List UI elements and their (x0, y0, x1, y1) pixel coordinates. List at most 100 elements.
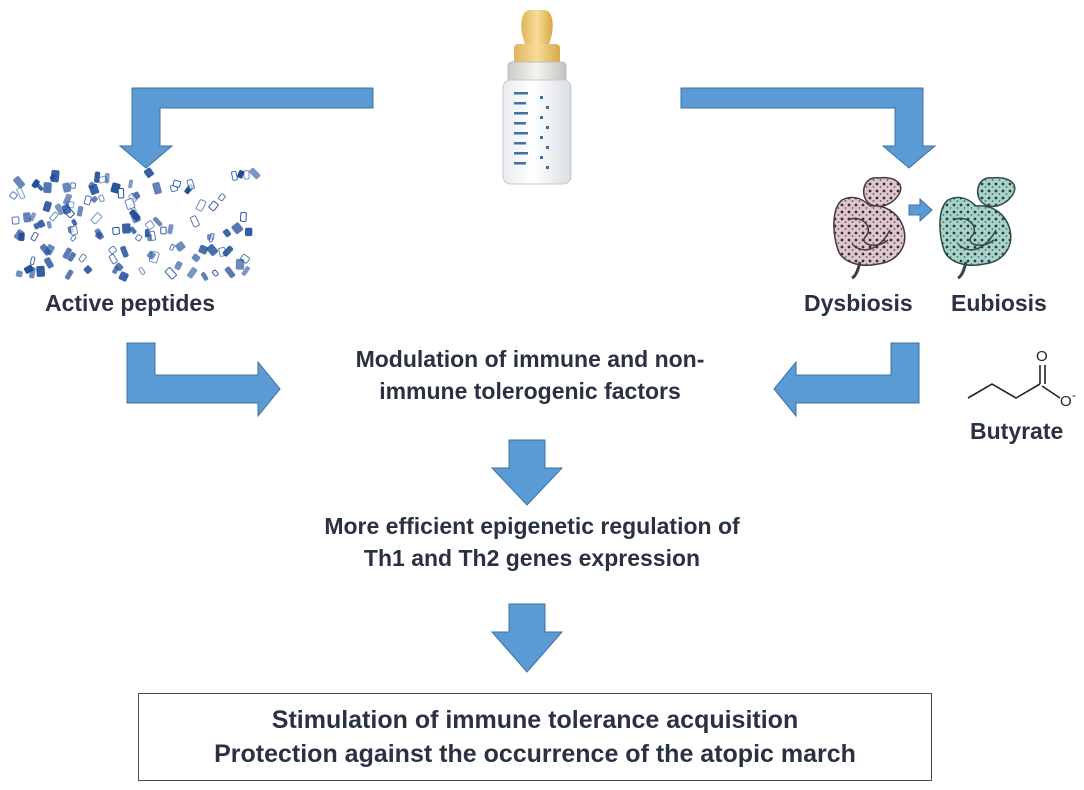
peptide-particle (42, 200, 52, 213)
peptide-particle (23, 212, 32, 223)
peptide-particle (43, 182, 52, 194)
peptide-particle (94, 171, 101, 183)
modulation-label: Modulation of immune and non- immune tol… (290, 343, 770, 407)
peptide-particle (198, 244, 209, 255)
outcome-line-1: Stimulation of immune tolerance acquisit… (271, 706, 799, 734)
peptide-particle (152, 181, 162, 195)
peptide-particle (189, 215, 200, 228)
peptide-particle (11, 216, 20, 225)
peptide-particle (118, 271, 129, 282)
peptide-particle (144, 220, 155, 231)
peptide-particle (13, 176, 25, 189)
peptide-particle (16, 187, 26, 200)
arrow-dysbiosis-to-eubiosis (908, 197, 933, 223)
peptide-particle (241, 266, 250, 276)
peptide-particle (169, 243, 175, 251)
butyrate-carboxylate-oxygen: O (1060, 393, 1072, 410)
modulation-line-2: immune tolerogenic factors (379, 378, 681, 404)
peptide-particle (175, 241, 186, 252)
peptide-particle (222, 245, 234, 257)
arrow-down-to-outcome (490, 603, 564, 673)
peptide-particle (117, 187, 125, 199)
intestine-eubiosis-icon (939, 176, 1016, 280)
peptide-particle (54, 203, 65, 216)
outcome-box: Stimulation of immune tolerance acquisit… (138, 693, 932, 781)
peptide-particle (245, 227, 253, 237)
peptide-particle (63, 193, 73, 206)
peptide-particle (186, 178, 195, 190)
peptide-particle (138, 267, 146, 276)
peptide-particle (191, 253, 201, 263)
peptide-particle (218, 193, 226, 202)
peptide-particle (143, 167, 155, 178)
arrow-gut-to-modulation (773, 342, 920, 418)
peptide-particle (50, 169, 60, 183)
peptide-particles-icon (9, 167, 261, 282)
peptide-particle (29, 256, 36, 266)
peptide-particle (211, 269, 219, 277)
peptide-particle (49, 211, 59, 222)
active-peptides-label: Active peptides (45, 290, 215, 316)
peptide-particle (135, 234, 143, 242)
peptide-particle (71, 219, 78, 226)
epigenetic-label: More efficient epigenetic regulation of … (272, 510, 792, 574)
epigenetic-line-2: Th1 and Th2 genes expression (363, 545, 701, 571)
peptide-particle (172, 179, 182, 188)
epigenetic-line-1: More efficient epigenetic regulation of (324, 513, 740, 539)
outcome-line-2: Protection against the occurrence of the… (214, 740, 856, 768)
arrow-bottle-to-peptides (118, 87, 374, 169)
peptide-particle (39, 243, 51, 256)
peptide-particle (30, 231, 39, 242)
peptide-particle (46, 220, 52, 229)
peptide-particle (237, 170, 245, 179)
peptide-particle (44, 257, 54, 269)
peptide-particle (206, 244, 219, 256)
intestine-dysbiosis-icon (833, 176, 906, 280)
peptide-particle (104, 172, 110, 184)
peptide-particle (94, 228, 104, 240)
peptide-particle (61, 204, 72, 215)
peptide-particle (200, 272, 209, 281)
peptide-particle (36, 265, 46, 277)
peptide-particle (208, 232, 215, 243)
butyrate-label: Butyrate (970, 418, 1064, 444)
peptide-particle (164, 267, 177, 280)
peptide-particle (108, 245, 117, 255)
butyrate-charge: - (1072, 388, 1076, 402)
peptide-particle (88, 181, 96, 189)
peptide-particle (64, 269, 74, 280)
peptide-particle (33, 222, 40, 230)
peptide-particle (76, 205, 84, 217)
peptide-particle (69, 225, 79, 236)
peptide-particle (9, 191, 18, 200)
peptide-particle (129, 209, 141, 221)
peptide-particle (152, 216, 163, 227)
peptide-particle (83, 265, 93, 274)
peptide-particle (160, 226, 167, 235)
peptide-particle (129, 226, 137, 235)
baby-bottle-icon (502, 10, 572, 185)
peptide-particle (120, 245, 129, 258)
peptide-particle (222, 228, 232, 238)
peptide-particle (37, 219, 46, 228)
peptide-particle (167, 224, 174, 235)
peptide-particle (174, 261, 183, 271)
peptide-particle (240, 211, 247, 222)
peptide-particle (15, 270, 23, 278)
peptide-particle (187, 267, 198, 279)
arrow-down-to-epigenetic (490, 439, 564, 506)
peptide-particle (112, 266, 119, 274)
peptide-particle (62, 182, 72, 193)
arrow-peptides-to-modulation (126, 342, 281, 418)
peptide-particle (108, 253, 118, 265)
peptide-particle (231, 170, 238, 181)
butyrate-structure-icon (967, 365, 1061, 399)
peptide-particle (91, 195, 98, 203)
arrow-bottle-to-gut (680, 87, 937, 169)
modulation-line-1: Modulation of immune and non- (355, 346, 705, 372)
peptide-particle (90, 212, 103, 225)
peptide-particle (249, 167, 261, 180)
peptide-particle (121, 223, 131, 234)
